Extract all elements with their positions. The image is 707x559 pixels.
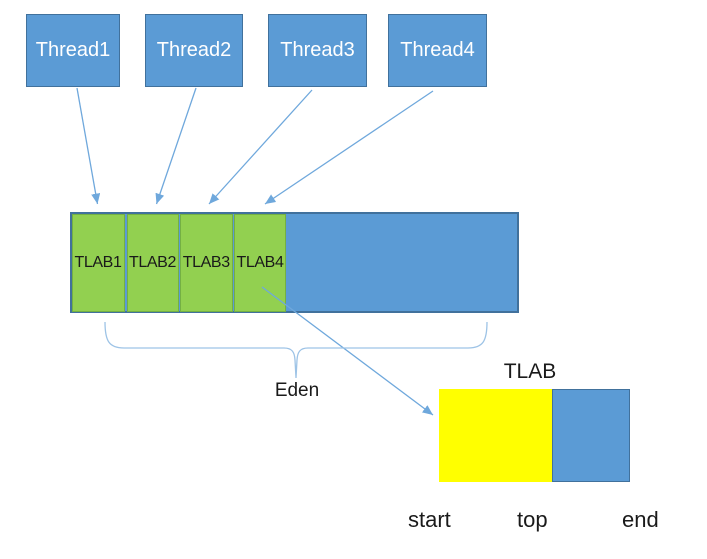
thread4-label: Thread4 — [400, 39, 475, 61]
thread1-label: Thread1 — [35, 39, 111, 61]
thread3-box: Thread3 — [268, 14, 367, 87]
thread2-box: Thread2 — [145, 14, 243, 87]
tlab1-label: TLAB1 — [74, 253, 122, 271]
tlab3-cell: TLAB3 — [180, 213, 233, 312]
tlab2-label: TLAB2 — [129, 253, 176, 271]
pointer-label-end: end — [622, 507, 659, 532]
tlab-detail-title: TLAB — [503, 360, 557, 383]
tlab1-cell: TLAB1 — [71, 213, 125, 312]
tlab4-cell: TLAB4 — [234, 213, 286, 312]
arrow-thread2-to-tlab2 — [155, 87, 197, 205]
thread1-box: Thread1 — [26, 14, 120, 87]
tlab-free-region — [552, 389, 630, 482]
eden-brace — [104, 321, 488, 379]
tlab4-label: TLAB4 — [236, 253, 284, 271]
tlab3-label: TLAB3 — [182, 253, 230, 271]
tlab2-cell: TLAB2 — [126, 213, 179, 312]
eden-label: Eden — [274, 380, 320, 401]
thread4-box: Thread4 — [388, 14, 487, 87]
pointer-label-start: start — [408, 507, 451, 532]
arrow-thread1-to-tlab1 — [76, 87, 101, 205]
thread3-label: Thread3 — [280, 39, 355, 61]
tlab-used-region — [439, 389, 552, 482]
thread2-label: Thread2 — [156, 39, 232, 61]
pointer-label-top: top — [517, 507, 548, 532]
arrow-thread3-to-tlab3 — [208, 89, 313, 205]
arrow-thread4-to-tlab4 — [264, 90, 434, 205]
